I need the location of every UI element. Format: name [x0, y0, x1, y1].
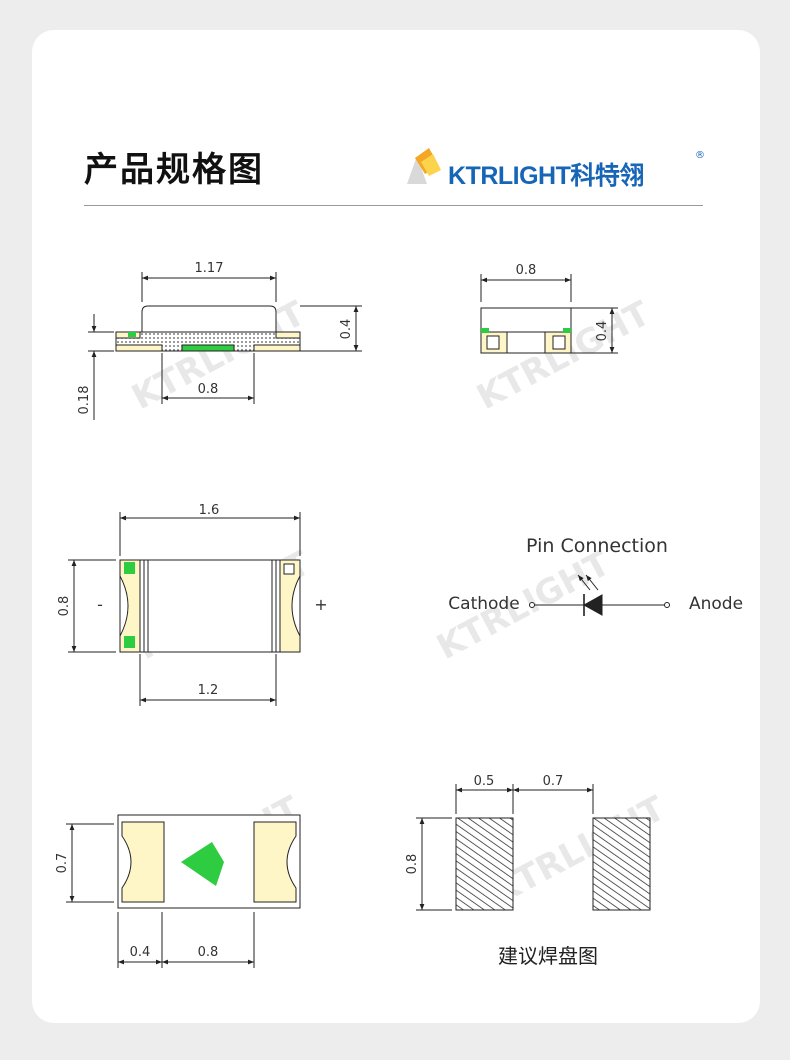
brand-logo: KTRLIGHT科特翎 ® [403, 142, 713, 192]
dim-solder-height: 0.8 [405, 854, 420, 875]
led-chip-green [181, 842, 224, 886]
dim-bottom-pad: 0.4 [130, 945, 151, 960]
pin-anode-label: Anode [689, 594, 743, 614]
dim-side-pad-height: 0.18 [77, 386, 92, 415]
end-body [480, 307, 572, 333]
dim-bottom-gap: 0.8 [198, 945, 219, 960]
page-title: 产品规格图 [84, 150, 264, 190]
side-view [88, 272, 362, 420]
pad-right [275, 331, 301, 339]
dim-top-width: 0.8 [57, 596, 72, 617]
dim-top-length: 1.6 [199, 503, 220, 518]
bottom-view [66, 814, 301, 968]
dim-side-height: 0.4 [339, 319, 354, 340]
dim-side-length: 1.17 [195, 261, 224, 276]
pin-cathode-label: Cathode [448, 594, 519, 614]
led-symbol [529, 574, 670, 616]
dim-top-inner: 1.2 [198, 683, 219, 698]
dim-bottom-width: 0.7 [55, 853, 70, 874]
chip-green [181, 344, 235, 352]
solder-pad-caption: 建议焊盘图 [498, 944, 598, 968]
lens-dome [141, 305, 277, 333]
bottom-pad-left [121, 821, 165, 903]
dim-side-pad-gap: 0.8 [198, 382, 219, 397]
top-body [119, 559, 301, 653]
logo-text: KTRLIGHT科特翎 [448, 162, 644, 190]
solder-pad-view [416, 784, 651, 911]
top-cathode-pad [119, 559, 141, 653]
solder-pad-left [455, 817, 514, 911]
dim-end-height: 0.4 [595, 321, 610, 342]
dim-solder-gap: 0.7 [543, 774, 564, 789]
pad-marker-green [128, 332, 136, 337]
polarity-plus: + [314, 595, 327, 614]
end-view [480, 274, 618, 354]
logo-mark-icon [407, 148, 441, 184]
dim-solder-pad: 0.5 [474, 774, 495, 789]
polarity-minus: - [97, 595, 103, 614]
bottom-pad-right [253, 821, 297, 903]
pad-bottom-right [253, 344, 301, 352]
top-anode-pad [279, 559, 301, 653]
logo-registered-mark: ® [695, 150, 705, 161]
dim-end-width: 0.8 [516, 263, 537, 278]
solder-pad-right [592, 817, 651, 911]
pin-connection-title: Pin Connection [526, 535, 668, 557]
top-view [68, 512, 301, 706]
header-divider [84, 205, 703, 206]
pad-bottom-left [115, 344, 163, 352]
